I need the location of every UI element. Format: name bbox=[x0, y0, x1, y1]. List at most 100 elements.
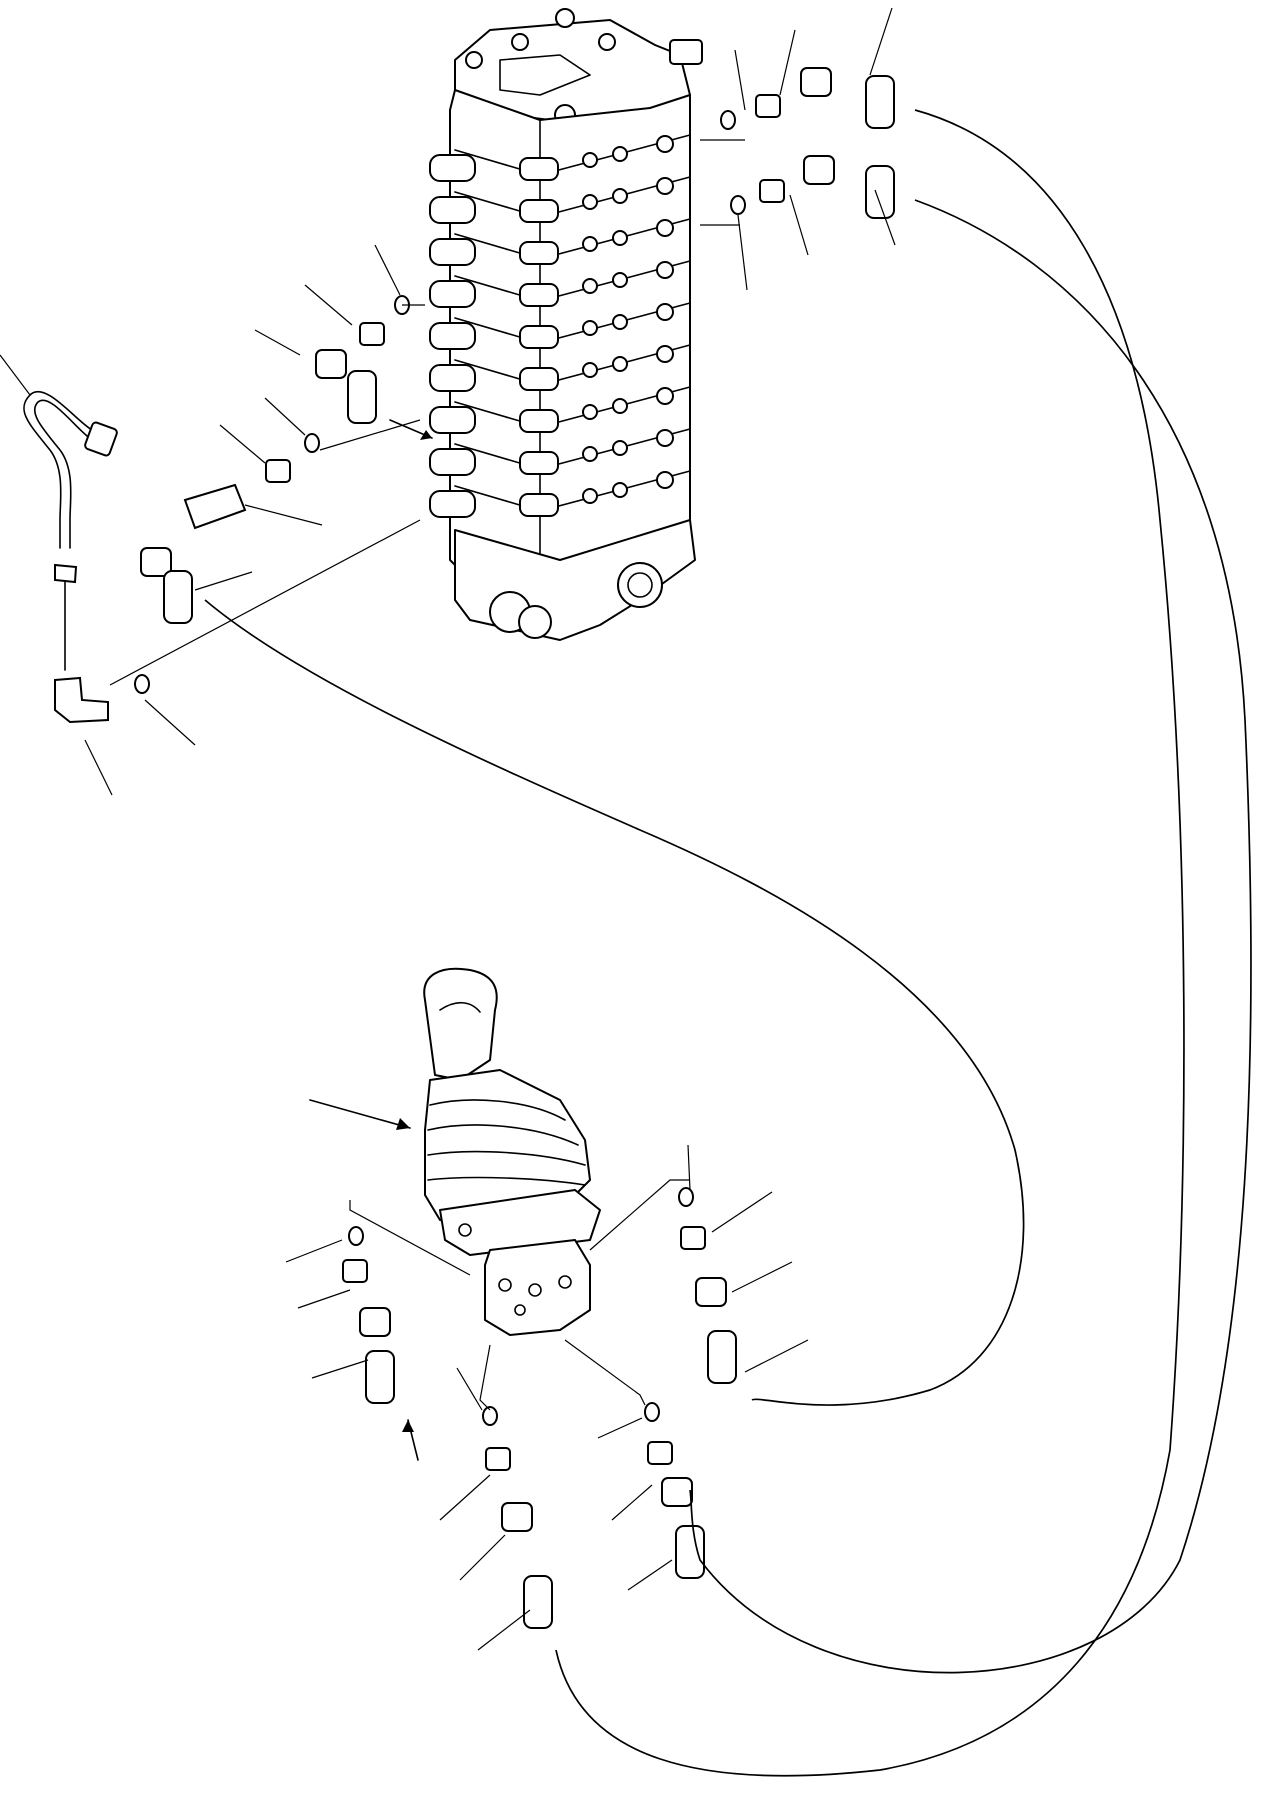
spool-end-icon bbox=[429, 280, 476, 308]
port-icon bbox=[656, 177, 674, 195]
spool-end-icon bbox=[429, 154, 476, 182]
leader-line bbox=[311, 1359, 369, 1379]
o-ring-icon bbox=[482, 1406, 498, 1426]
port-icon bbox=[612, 188, 628, 204]
valve-lobe-icon bbox=[519, 157, 559, 181]
union-fitting-icon bbox=[680, 1226, 706, 1250]
elbow-fitting-icon bbox=[359, 1307, 391, 1337]
o-ring-icon bbox=[720, 110, 736, 130]
port-icon bbox=[656, 471, 674, 489]
o-ring-icon bbox=[348, 1226, 364, 1246]
leader-line bbox=[459, 1534, 506, 1581]
valve-lobe-icon bbox=[519, 451, 559, 475]
valve-lobe-icon bbox=[519, 241, 559, 265]
elbow-fitting-icon bbox=[54, 676, 109, 724]
leader-line bbox=[477, 1609, 531, 1651]
port-icon bbox=[656, 261, 674, 279]
leader-line bbox=[597, 1417, 643, 1439]
connection-line bbox=[319, 419, 421, 451]
leader-line bbox=[144, 699, 196, 746]
leader-line bbox=[737, 214, 748, 291]
port-icon bbox=[582, 194, 598, 210]
valve-lobe-icon bbox=[519, 199, 559, 223]
port-icon bbox=[656, 135, 674, 153]
connection-line bbox=[349, 1200, 471, 1276]
o-ring-icon bbox=[644, 1402, 660, 1422]
leader-line bbox=[254, 329, 301, 356]
elbow-fitting-icon bbox=[661, 1477, 693, 1507]
spool-end-icon bbox=[429, 448, 476, 476]
union-fitting-icon bbox=[265, 459, 291, 483]
leader-line bbox=[84, 739, 113, 796]
tee-fitting-icon bbox=[183, 483, 247, 530]
leader-line bbox=[779, 29, 796, 96]
elbow-fitting-icon bbox=[803, 155, 835, 185]
leader-line bbox=[304, 284, 353, 326]
leader-line bbox=[285, 1239, 343, 1263]
leader-line bbox=[627, 1559, 673, 1591]
union-fitting-icon bbox=[759, 179, 785, 203]
o-ring-icon bbox=[304, 433, 320, 453]
leader-line bbox=[264, 397, 306, 436]
joystick-pilot-valve-icon bbox=[423, 967, 601, 1336]
o-ring-icon bbox=[678, 1187, 694, 1207]
hose-sleeve-icon bbox=[675, 1525, 705, 1579]
leader-line bbox=[219, 424, 266, 464]
leader-line bbox=[611, 1484, 653, 1521]
leader-line bbox=[456, 1367, 483, 1411]
port-icon bbox=[612, 230, 628, 246]
hose-sleeve-icon bbox=[865, 75, 895, 129]
port-icon bbox=[656, 387, 674, 405]
port-icon bbox=[612, 314, 628, 330]
hose-sleeve-icon bbox=[865, 165, 895, 219]
leader-line bbox=[244, 504, 323, 526]
port-icon bbox=[656, 429, 674, 447]
fittings-group bbox=[54, 67, 895, 1629]
direction-arrows bbox=[309, 419, 433, 1461]
port-icon bbox=[582, 236, 598, 252]
connection-line bbox=[479, 1344, 491, 1411]
connection-line bbox=[109, 519, 421, 686]
spool-end-icon bbox=[429, 406, 476, 434]
leader-line bbox=[789, 194, 809, 256]
elbow-fitting-icon bbox=[501, 1502, 533, 1532]
elbow-fitting-icon bbox=[695, 1277, 727, 1307]
port-icon bbox=[582, 362, 598, 378]
connection-line bbox=[564, 1339, 646, 1406]
o-ring-icon bbox=[730, 195, 746, 215]
union-fitting-icon bbox=[342, 1259, 368, 1283]
hose-sleeve-icon bbox=[523, 1575, 553, 1629]
port-icon bbox=[612, 482, 628, 498]
port-icon bbox=[582, 404, 598, 420]
union-fitting-icon bbox=[359, 322, 385, 346]
leader-line bbox=[374, 244, 401, 296]
spool-end-icon bbox=[429, 364, 476, 392]
port-icon bbox=[612, 440, 628, 456]
leader-line bbox=[874, 189, 896, 246]
union-fitting-icon bbox=[485, 1447, 511, 1471]
port-icon bbox=[656, 345, 674, 363]
port-icon bbox=[612, 356, 628, 372]
leader-line bbox=[687, 1144, 691, 1191]
control-valve-icon bbox=[429, 8, 703, 641]
hose-sleeve-icon bbox=[707, 1330, 737, 1384]
pilot-hose-icon bbox=[204, 109, 1252, 1777]
spool-end-icon bbox=[429, 238, 476, 266]
valve-lobe-icon bbox=[519, 493, 559, 517]
elbow-fitting-icon bbox=[140, 547, 172, 577]
port-icon bbox=[582, 320, 598, 336]
port-icon bbox=[612, 146, 628, 162]
elbow-fitting-icon bbox=[315, 349, 347, 379]
port-icon bbox=[612, 398, 628, 414]
port-icon bbox=[582, 278, 598, 294]
spool-end-icon bbox=[429, 490, 476, 518]
port-icon bbox=[656, 219, 674, 237]
leader-line bbox=[0, 354, 31, 396]
leader-line bbox=[731, 1261, 793, 1293]
hose-sleeve-icon bbox=[365, 1350, 395, 1404]
valve-lobe-icon bbox=[519, 325, 559, 349]
port-icon bbox=[582, 488, 598, 504]
leader-line bbox=[297, 1289, 351, 1309]
